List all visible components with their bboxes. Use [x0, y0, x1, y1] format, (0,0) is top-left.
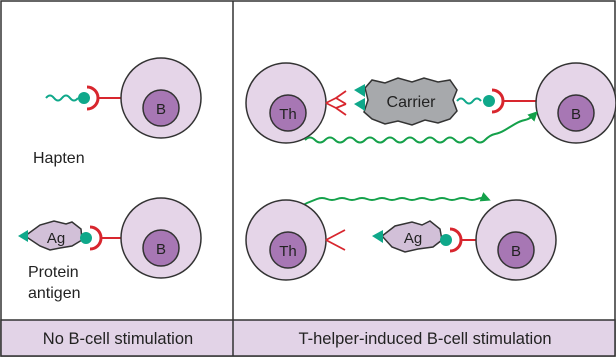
- b-cell-nucleus: [142, 229, 180, 267]
- left-footer-label: No B-cell stimulation: [43, 330, 193, 348]
- ag-label: Ag: [404, 230, 422, 247]
- receptor-cup: [89, 225, 103, 251]
- right-footer-label: T-helper-induced B-cell stimulation: [298, 330, 551, 348]
- th-cell-label: Th: [279, 106, 297, 123]
- left-panel: B Hapten Ag B Protein antigen No B-cell …: [18, 57, 202, 348]
- b-cell-label: B: [511, 243, 521, 260]
- right-panel: Th Carrier B Th: [245, 62, 616, 348]
- ag-blob: [380, 220, 443, 253]
- protein-label-line2: antigen: [28, 285, 81, 302]
- b-cell-label: B: [571, 106, 581, 123]
- carrier-label: Carrier: [387, 94, 437, 111]
- tcr-receptor: [325, 229, 346, 251]
- epitope-triangle: [372, 230, 383, 243]
- receptor-cup: [86, 85, 100, 111]
- helper-signal-arrow: [304, 111, 538, 144]
- hapten-head: [483, 95, 495, 107]
- b-cell-nucleus: [557, 94, 595, 132]
- hapten-head: [78, 92, 90, 104]
- top-row: Th Carrier B: [245, 62, 616, 144]
- b-cell-label: B: [156, 101, 166, 118]
- epitope-triangle: [18, 230, 28, 242]
- tcr-receptor: [325, 90, 347, 116]
- carrier-protein: [363, 77, 458, 126]
- b-cell-nucleus: [497, 231, 535, 269]
- hapten-squiggle: [45, 94, 79, 102]
- carrier-epitope-triangle: [354, 84, 365, 97]
- footer-band: [0, 319, 616, 357]
- epitope-head: [440, 234, 452, 246]
- epitope-head: [80, 232, 92, 244]
- receptor-cup: [491, 88, 505, 114]
- receptor-cup: [449, 227, 463, 253]
- hapten-row: B Hapten: [33, 57, 202, 167]
- bottom-row: Th Ag B: [245, 192, 557, 281]
- protein-antigen-row: Ag B Protein antigen: [18, 197, 202, 302]
- protein-label-line1: Protein: [28, 264, 79, 281]
- helper-signal-arrow: [296, 192, 491, 214]
- hapten-squiggle: [456, 97, 482, 105]
- th-cell-nucleus: [269, 231, 307, 269]
- carrier-epitope-triangle: [354, 98, 365, 111]
- th-cell-label: Th: [279, 243, 297, 260]
- th-cell-nucleus: [269, 94, 307, 132]
- b-cell-nucleus: [142, 89, 180, 127]
- ag-label: Ag: [47, 230, 65, 247]
- b-cell-label: B: [156, 241, 166, 258]
- hapten-label: Hapten: [33, 150, 85, 167]
